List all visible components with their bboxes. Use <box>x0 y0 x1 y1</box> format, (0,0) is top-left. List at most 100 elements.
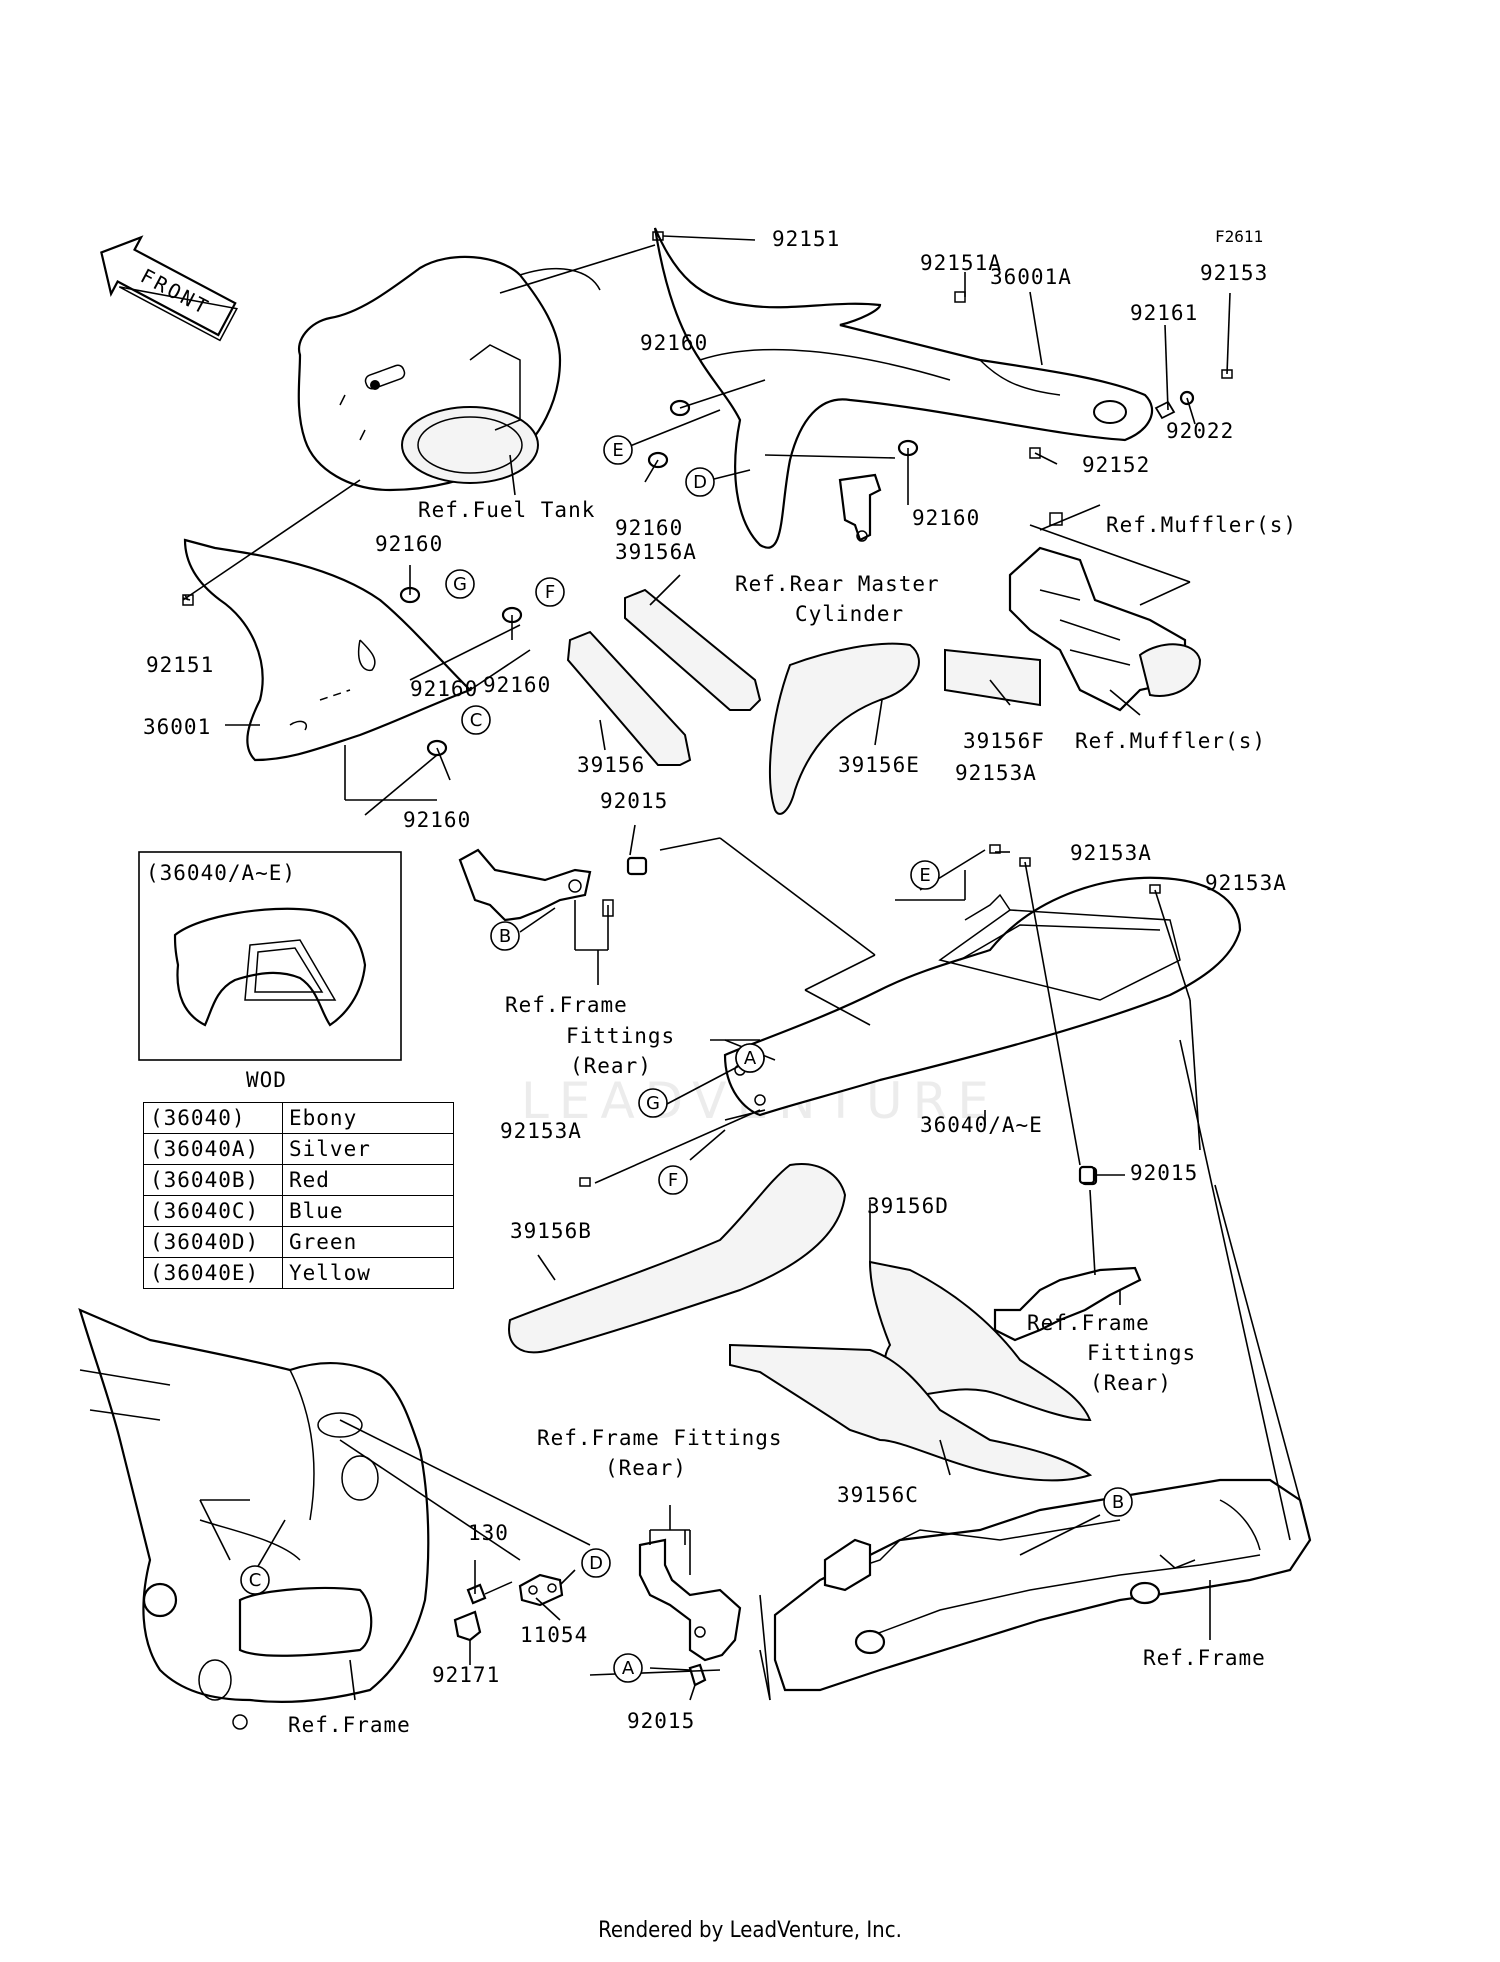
part-label: (Rear) <box>1090 1371 1172 1395</box>
color-code: (36040) <box>143 1102 283 1134</box>
bolt-130-drawing <box>466 1581 513 1605</box>
svg-text:E: E <box>612 440 623 461</box>
seat-cowl-36040-drawing <box>723 876 1242 1117</box>
part-label: Ref.Frame <box>505 993 628 1017</box>
table-row: (36040A)Silver <box>143 1133 454 1165</box>
svg-text:F: F <box>545 582 555 603</box>
svg-text:C: C <box>470 710 483 731</box>
table-row: (36040D)Green <box>143 1226 454 1258</box>
footer-credit: Rendered by LeadVenture, Inc. <box>598 1918 902 1943</box>
part-label: 36040/A~E <box>920 1113 1043 1137</box>
callout-c: C <box>461 705 491 735</box>
part-label: Ref.Muffler(s) <box>1106 513 1297 537</box>
color-code: (36040D) <box>143 1226 283 1258</box>
part-label: Ref.Frame Fittings <box>537 1426 783 1450</box>
part-label: Ref.Rear Master <box>735 572 940 596</box>
part-label: Ref.Fuel Tank <box>418 498 595 522</box>
color-code: (36040B) <box>143 1164 283 1196</box>
part-label: 11054 <box>520 1623 588 1647</box>
part-label: 39156 <box>577 753 645 777</box>
callout-a: A <box>735 1043 765 1073</box>
part-label: 92153A <box>955 761 1037 785</box>
svg-text:F: F <box>668 1170 678 1191</box>
rear-master-cylinder-bracket <box>838 473 882 542</box>
color-code: (36040C) <box>143 1195 283 1227</box>
part-label: 39156B <box>510 1219 592 1243</box>
part-label: 92153 <box>1200 261 1268 285</box>
callout-d: D <box>685 467 715 497</box>
svg-text:E: E <box>919 865 930 886</box>
pad-39156b-drawing <box>508 1163 847 1354</box>
table-row: (36040B)Red <box>143 1164 454 1196</box>
svg-text:A: A <box>744 1048 757 1069</box>
part-label: 92160 <box>483 673 551 697</box>
color-name: Silver <box>282 1133 454 1165</box>
part-label: 92160 <box>403 808 471 832</box>
color-name: Yellow <box>282 1257 454 1289</box>
callout-b: B <box>1103 1487 1133 1517</box>
svg-text:A: A <box>622 1658 635 1679</box>
bolt-92171-drawing <box>453 1610 482 1642</box>
part-label: 130 <box>468 1521 509 1545</box>
part-labels: 92151 92151A 36001A 92161 92153 92160 92… <box>143 227 1297 1737</box>
color-code-table: (36040)Ebony (36040A)Silver (36040B)Red … <box>143 1102 454 1289</box>
part-label: 39156D <box>867 1194 949 1218</box>
color-code: (36040E) <box>143 1257 283 1289</box>
wod-box: (36040/A~E) <box>138 851 402 1061</box>
part-label: Ref.Frame <box>288 1713 411 1737</box>
color-code: (36040A) <box>143 1133 283 1165</box>
part-label: 36001A <box>990 265 1072 289</box>
table-row: (36040)Ebony <box>143 1102 454 1134</box>
muffler-drawing <box>1008 512 1202 712</box>
part-label: 92151 <box>146 653 214 677</box>
part-label: 92153A <box>1070 841 1152 865</box>
callout-c: C <box>240 1565 270 1595</box>
part-label: 92015 <box>627 1709 695 1733</box>
part-label: Ref.Frame <box>1143 1646 1266 1670</box>
part-label: 92160 <box>410 677 478 701</box>
part-label: 92153A <box>1205 871 1287 895</box>
callout-g: G <box>638 1088 668 1118</box>
fasteners <box>182 231 1233 1187</box>
svg-text:G: G <box>646 1093 660 1114</box>
part-label: 92152 <box>1082 453 1150 477</box>
part-label: 92160 <box>912 506 980 530</box>
part-36001a-drawing <box>653 227 1154 549</box>
part-label: (Rear) <box>605 1456 687 1480</box>
front-arrow-icon: FRONT <box>100 235 238 342</box>
part-label: 92015 <box>1130 1161 1198 1185</box>
part-label: 92160 <box>615 516 683 540</box>
part-label: 39156A <box>615 540 697 564</box>
part-label: 92171 <box>432 1663 500 1687</box>
part-label: 92022 <box>1166 419 1234 443</box>
svg-text:D: D <box>693 472 707 493</box>
part-label: Fittings <box>1087 1341 1196 1365</box>
part-label: 92151 <box>772 227 840 251</box>
part-label: 39156C <box>837 1483 919 1507</box>
part-label: 36001 <box>143 715 211 739</box>
callouts: E D G F C B A E A G F B C D A <box>240 435 1133 1683</box>
rear-frame-drawing <box>773 1478 1312 1692</box>
part-label: 39156E <box>838 753 920 777</box>
part-label: 39156F <box>963 729 1045 753</box>
color-name: Red <box>282 1164 454 1196</box>
callout-e: E <box>910 860 940 890</box>
part-label: 92153A <box>500 1119 582 1143</box>
callout-a: A <box>613 1653 643 1683</box>
pad-39156d-drawing <box>729 1260 1093 1482</box>
callout-f: F <box>535 577 565 607</box>
part-label: Ref.Muffler(s) <box>1075 729 1266 753</box>
part-label: 92160 <box>640 331 708 355</box>
svg-text:B: B <box>1112 1492 1124 1513</box>
part-label: 92160 <box>375 532 443 556</box>
color-name: Blue <box>282 1195 454 1227</box>
part-36001-drawing <box>183 538 472 762</box>
part-label: (Rear) <box>570 1054 652 1078</box>
part-label: 92161 <box>1130 301 1198 325</box>
svg-text:G: G <box>453 574 467 595</box>
svg-text:D: D <box>589 1553 603 1574</box>
wod-box-title: (36040/A~E) <box>146 861 296 885</box>
callout-g: G <box>445 569 475 599</box>
fuel-tank-drawing <box>297 255 601 492</box>
